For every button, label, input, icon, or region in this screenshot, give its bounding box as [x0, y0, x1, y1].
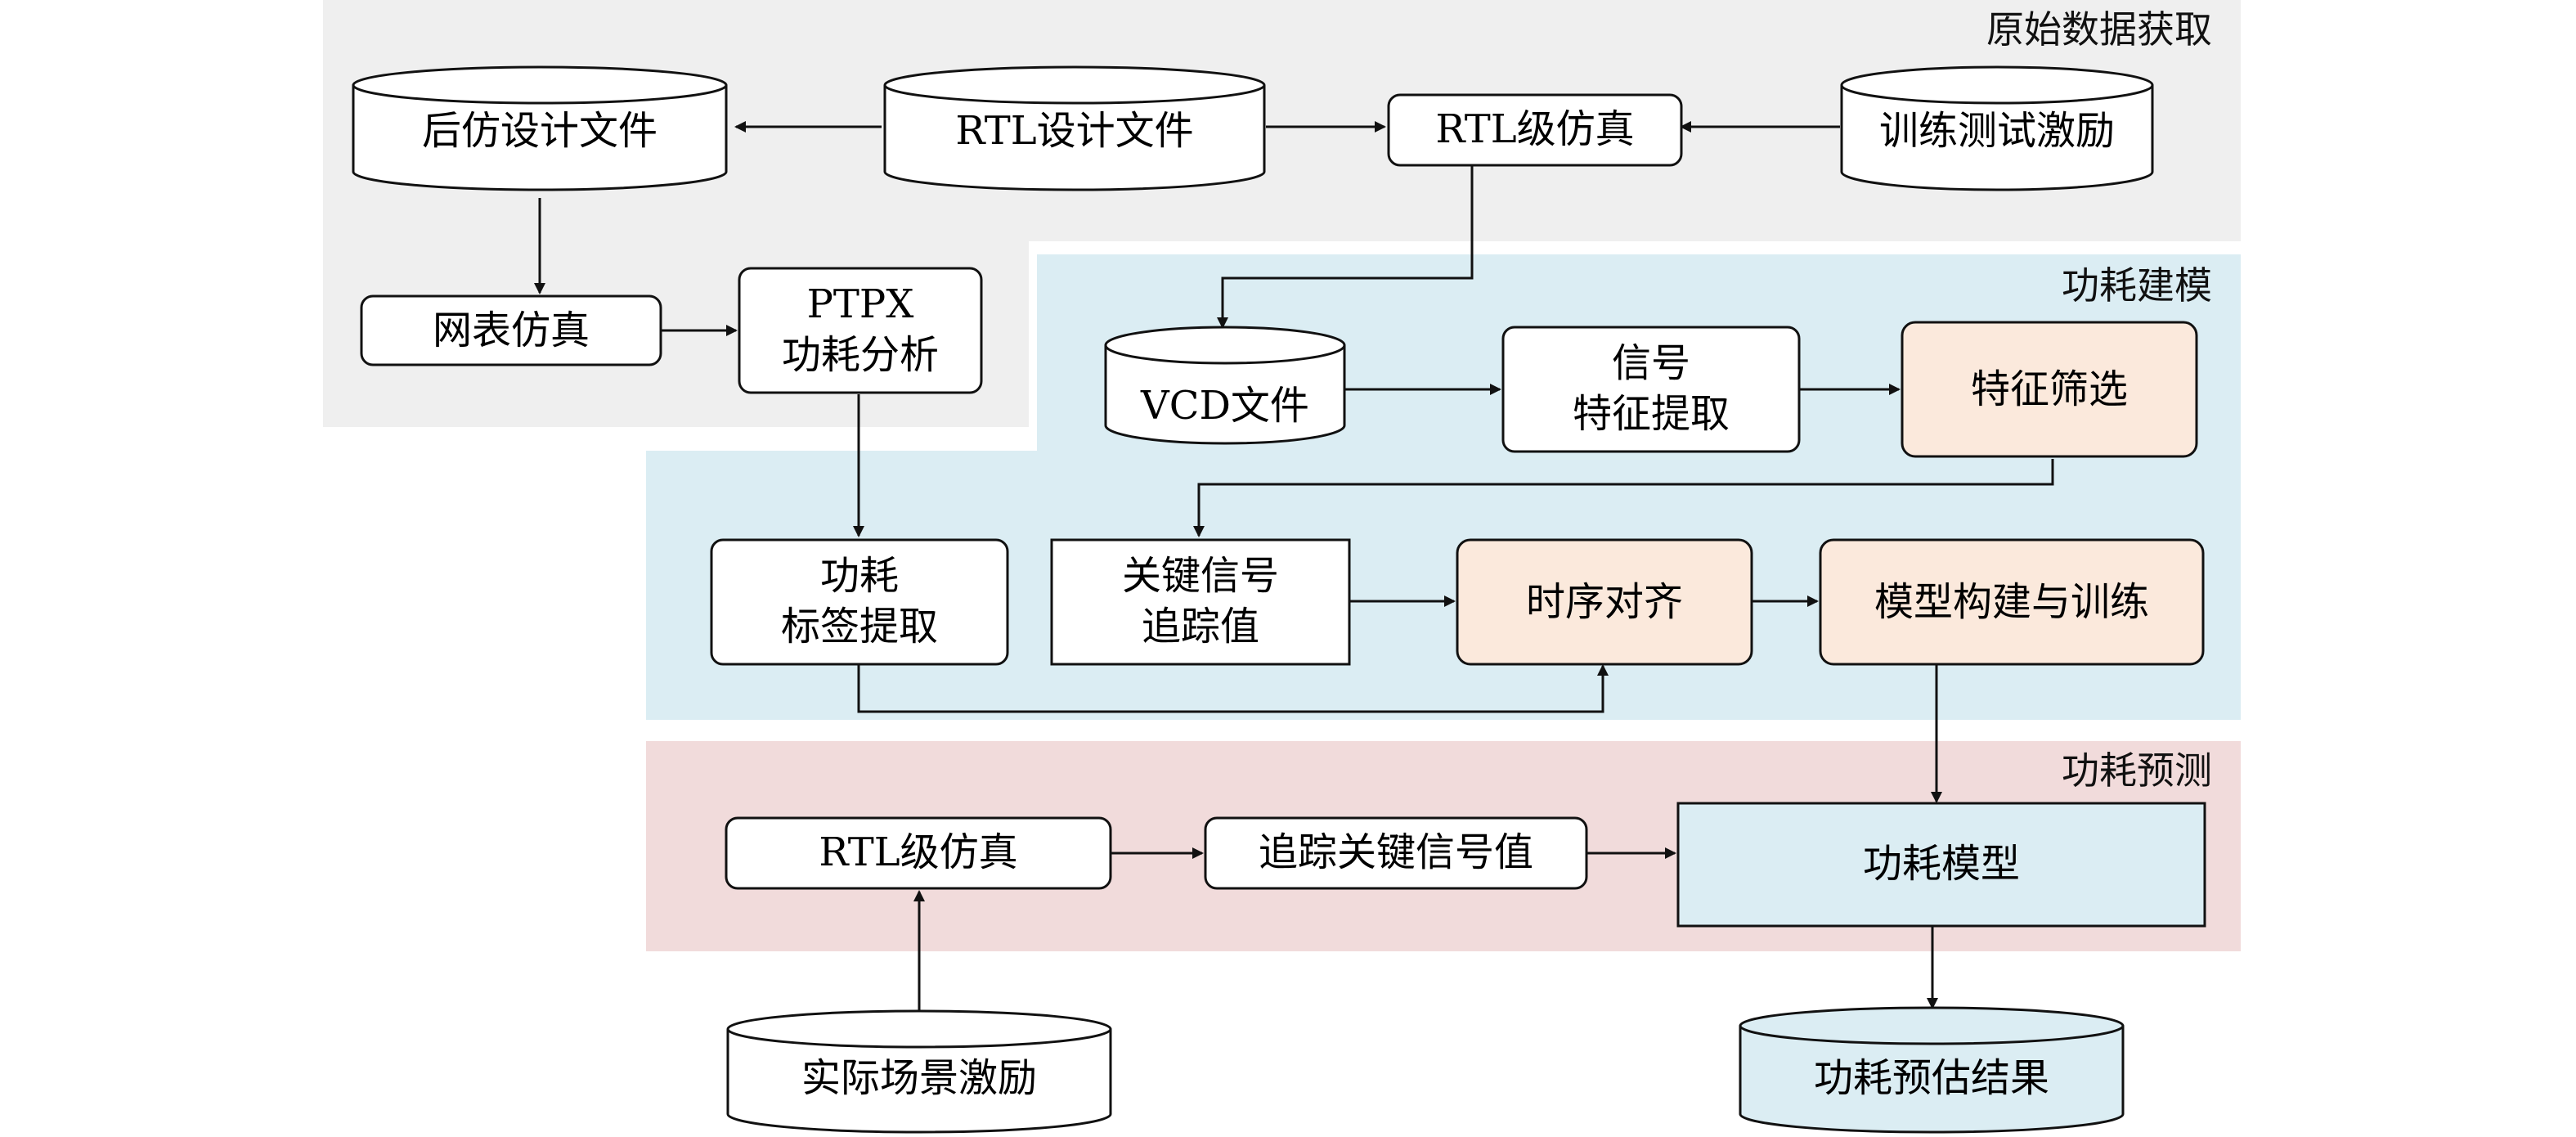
node-label-line: RTL级仿真: [1435, 106, 1634, 152]
node-label: RTL级仿真: [819, 829, 1017, 875]
node-label: 时序对齐: [1526, 579, 1683, 625]
node-signal-feature: 信号特征提取: [1501, 326, 1801, 453]
node-feature-select: 特征筛选: [1901, 321, 2198, 458]
node-ptpx-analysis: PTPX 功耗分析: [738, 267, 983, 394]
node-label-line: 功耗: [820, 553, 899, 599]
node-label: 实际场景激励: [801, 1055, 1037, 1101]
node-label: 关键信号追踪值: [1122, 553, 1279, 649]
node-label: VCD文件: [1140, 383, 1309, 429]
node-post-sim-files: 后仿设计文件: [352, 65, 728, 191]
node-label: 功耗标签提取: [781, 553, 938, 649]
edges: [534, 121, 2054, 1014]
node-model-build: 模型构建与训练: [1819, 538, 2205, 666]
node-key-signal-trace: 关键信号追踪值: [1050, 538, 1351, 666]
node-label-line: 功耗模型: [1863, 841, 2020, 887]
node-label-line: 信号: [1612, 340, 1690, 386]
edge-label-to-align: [857, 664, 1609, 713]
node-power-result: 功耗预估结果: [1739, 1006, 2125, 1134]
node-label-line: PTPX: [807, 281, 914, 327]
node-rtl-design-files: RTL设计文件: [883, 65, 1266, 191]
node-label-line: 模型构建与训练: [1874, 579, 2149, 625]
node-label-line: 追踪关键信号值: [1259, 829, 1533, 875]
node-label: 功耗模型: [1863, 841, 2020, 887]
node-label: RTL级仿真: [1435, 106, 1634, 152]
node-train-test-stimulus: 训练测试激励: [1840, 65, 2154, 191]
node-label: 追踪关键信号值: [1259, 829, 1533, 875]
node-label: 特征筛选: [1971, 366, 2128, 412]
node-power-label: 功耗标签提取: [710, 538, 1009, 666]
region-modeling-title: 功耗建模: [2062, 263, 2212, 308]
node-label-line: 功耗分析: [782, 332, 939, 378]
node-label-line: 实际场景激励: [801, 1055, 1037, 1101]
node-real-stimulus: 实际场景激励: [726, 1009, 1112, 1134]
node-label-line: RTL设计文件: [955, 108, 1193, 154]
node-label-line: 特征筛选: [1971, 366, 2128, 412]
region-acquisition-title: 原始数据获取: [1986, 7, 2212, 52]
node-rtl-sim-top: RTL级仿真: [1387, 93, 1683, 167]
node-trace-key-signal: 追踪关键信号值: [1204, 816, 1588, 890]
node-power-model: 功耗模型: [1676, 802, 2206, 928]
node-label: RTL设计文件: [955, 108, 1193, 154]
node-label-line: 关键信号: [1122, 553, 1279, 599]
node-label-line: RTL级仿真: [819, 829, 1017, 875]
node-rtl-sim-bottom: RTL级仿真: [725, 816, 1112, 890]
node-label-line: 功耗预估结果: [1814, 1055, 2049, 1101]
node-label-line: 网表仿真: [433, 308, 590, 353]
node-time-align: 时序对齐: [1456, 538, 1753, 666]
edge-rtlsim-to-vcd: [1217, 166, 1474, 329]
node-label-line: 后仿设计文件: [422, 108, 657, 154]
node-label: 后仿设计文件: [422, 108, 657, 154]
node-label-line: 训练测试激励: [1879, 108, 2115, 154]
node-label-line: 标签提取: [781, 604, 938, 649]
node-label: 信号特征提取: [1573, 340, 1730, 437]
node-label: 模型构建与训练: [1874, 579, 2149, 625]
node-label-line: 特征提取: [1573, 391, 1730, 437]
node-label: 训练测试激励: [1879, 108, 2115, 154]
edge-select-to-trace: [1193, 459, 2054, 537]
node-label-line: 时序对齐: [1526, 579, 1683, 625]
node-netlist-sim: 网表仿真: [360, 294, 662, 366]
node-label-line: VCD文件: [1140, 383, 1309, 429]
node-label: PTPX 功耗分析: [782, 281, 939, 378]
node-vcd-file: VCD文件: [1104, 326, 1346, 445]
region-prediction-title: 功耗预测: [2062, 748, 2212, 793]
node-label: 网表仿真: [433, 308, 590, 353]
node-label: 功耗预估结果: [1814, 1055, 2049, 1101]
node-label-line: 追踪值: [1142, 604, 1259, 649]
